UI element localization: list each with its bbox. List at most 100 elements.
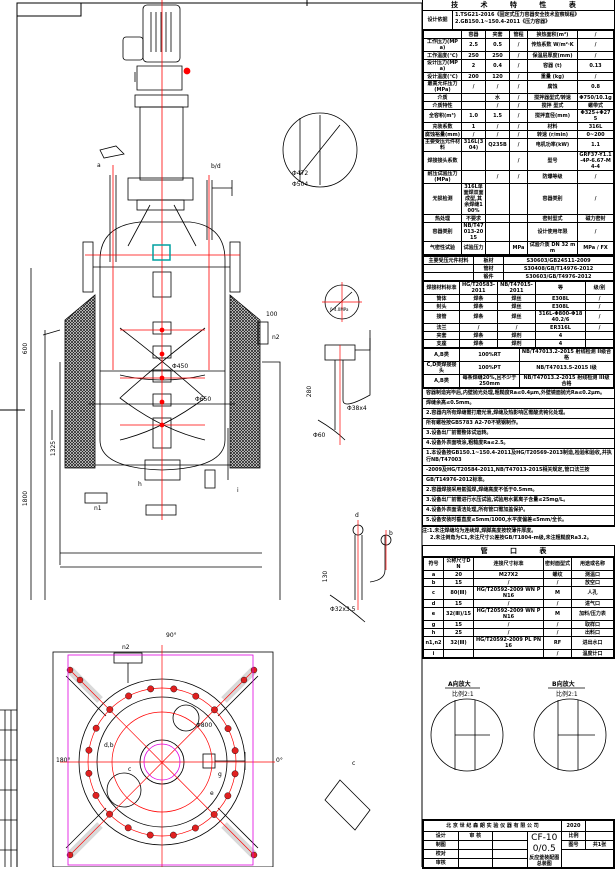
nozzle-cell: 32(Ⅲ)/15 (443, 607, 474, 621)
bolt-hole (170, 685, 178, 693)
nozzle-cell: 取样口 (571, 620, 614, 629)
spec-cell: 重量 (kg) (527, 72, 578, 81)
basis-line-2: 2.GB150.1~150.4-2011《压力容器》 (455, 19, 551, 25)
spec-cell: 耐压试验压力(MPa) (423, 170, 462, 184)
section-a-title: A向放大 (448, 681, 471, 688)
spec-cell: 工作压力(MPa) (423, 38, 462, 52)
bolt-hole (85, 769, 93, 777)
spec-cell: / (509, 59, 528, 73)
weld-cell: 焊条 (459, 294, 498, 303)
basis-line-1: 1.TSG21-2016《固定式压力容器安全技术监察规程》 (455, 12, 580, 18)
tb-role: 校对 (423, 849, 459, 859)
spec-cell: / (577, 183, 614, 215)
spec-cell: / (509, 170, 528, 184)
nozzle-cell: 进气口 (571, 599, 614, 608)
nozzle-cell: HG/T20592-2009 WN PN16 (473, 586, 544, 600)
weld-cell: 焊条 (459, 310, 498, 324)
nozzle-cell: 进出水口 (571, 636, 614, 650)
spec-cell: / (577, 30, 614, 39)
note-line: 5.设备安装时垂直度≤5mm/1000,水平度偏差≤5mm/全长。 (423, 516, 614, 526)
dim-d800: Φ800 (196, 722, 213, 729)
spec-cell: 焊接接头系数 (423, 151, 462, 171)
spec-cell: / (461, 130, 486, 139)
weld-cell: / (459, 323, 498, 332)
spec-cell: / (509, 138, 528, 152)
tb-role: 制图 (423, 840, 459, 850)
weld-cell: 焊剂 (497, 339, 536, 348)
nozzle-cell: / (543, 649, 572, 658)
nozzle-header: 符号 (423, 557, 444, 571)
note-line: 1.本设备按GB150.1~150.4-2011及HG/T20569-2013制… (423, 449, 614, 466)
spec-cell: 搅拌 型式 (527, 101, 578, 110)
nozzle-cell: b (423, 578, 444, 587)
spec-cell: 0.8 (577, 80, 614, 94)
nozzle-cell: 温度计口 (571, 649, 614, 658)
dim-130: 130 (322, 570, 330, 583)
ndt-cell: NB/T47013.2-2015 射线检测 III级合格 (519, 374, 614, 388)
weld-cell: NB/T47015-2011 (497, 281, 536, 295)
nozzle-cell: M (543, 586, 572, 600)
tb-value: 审 核 (457, 831, 493, 841)
spec-cell: / (485, 130, 510, 139)
nozzle-cell: 人孔 (571, 586, 614, 600)
spec-cell: 工作温度(℃) (423, 51, 462, 60)
insulation-right (229, 294, 261, 469)
nozzle-cell: / (473, 620, 544, 629)
spec-cell (509, 222, 528, 242)
plan-db-label: d,b (104, 742, 114, 749)
spec-cell: / (577, 170, 614, 184)
spec-cell: 试验介质 DN 32 mm (527, 241, 578, 255)
nozzle-cell: a (423, 570, 444, 579)
nozzle-cell: 80(Ⅲ) (443, 586, 474, 600)
spec-cell: 0.4 (485, 59, 510, 73)
spec-cell: 316L单面焊双面成型,其余焊缝100% (461, 183, 486, 215)
coupling (152, 244, 171, 261)
dim-d60: Φ60 (313, 432, 326, 439)
nozzle-n1-label: n1 (94, 505, 102, 512)
weld-cell: / (585, 294, 614, 303)
material-cell: 主要受压元件材料 (423, 256, 474, 265)
spec-cell (461, 170, 486, 184)
spec-cell: 腐蚀 (527, 80, 578, 94)
weld-cell: 4 (535, 339, 586, 348)
detail-flange-circle (282, 112, 358, 188)
nozzle-cell: h (423, 628, 444, 637)
weld-cell: / (497, 323, 536, 332)
spec-row: 腐蚀裕量(mm)///转速 (r/min)0~200 (423, 130, 614, 139)
leg-bolt-hole (240, 676, 248, 684)
spec-cell: / (577, 222, 614, 242)
material-cell: S30603/GB24511-2009 (503, 256, 614, 265)
material-cell: 管材 (473, 264, 504, 273)
weld-cell: 4 (535, 331, 586, 340)
plan-c-label: c (128, 766, 132, 773)
bolt-hole (85, 746, 93, 754)
dim-d450: Φ450 (172, 363, 189, 370)
bolt-hole (224, 725, 232, 732)
spec-cell: 1.0 (461, 109, 486, 123)
nozzle-cell: 测温口 (571, 570, 614, 579)
weld-cell: E308L (535, 302, 586, 311)
spec-cell: 试验压力 (461, 241, 486, 255)
spec-cell: / (509, 101, 528, 110)
technical-spec-table: 技 术 特 性 表 设计依据 1.TSG21-2016《固定式压力容器安全技术监… (422, 0, 615, 256)
weld-cell: 等 (535, 281, 586, 295)
ndt-cell: 每条焊缝20%,且不少于250mm (459, 374, 520, 388)
valve-bd (206, 180, 233, 240)
spec-cell: 防爆等级 (527, 170, 578, 184)
spec-cell: / (509, 51, 528, 60)
spec-cell: 120 (485, 72, 510, 81)
weld-cell (585, 331, 614, 340)
spec-cell: / (509, 72, 528, 81)
weld-cell: 焊丝 (497, 302, 536, 311)
nozzle-cell: HG/T20592-2009 PL PN16 (473, 636, 544, 650)
